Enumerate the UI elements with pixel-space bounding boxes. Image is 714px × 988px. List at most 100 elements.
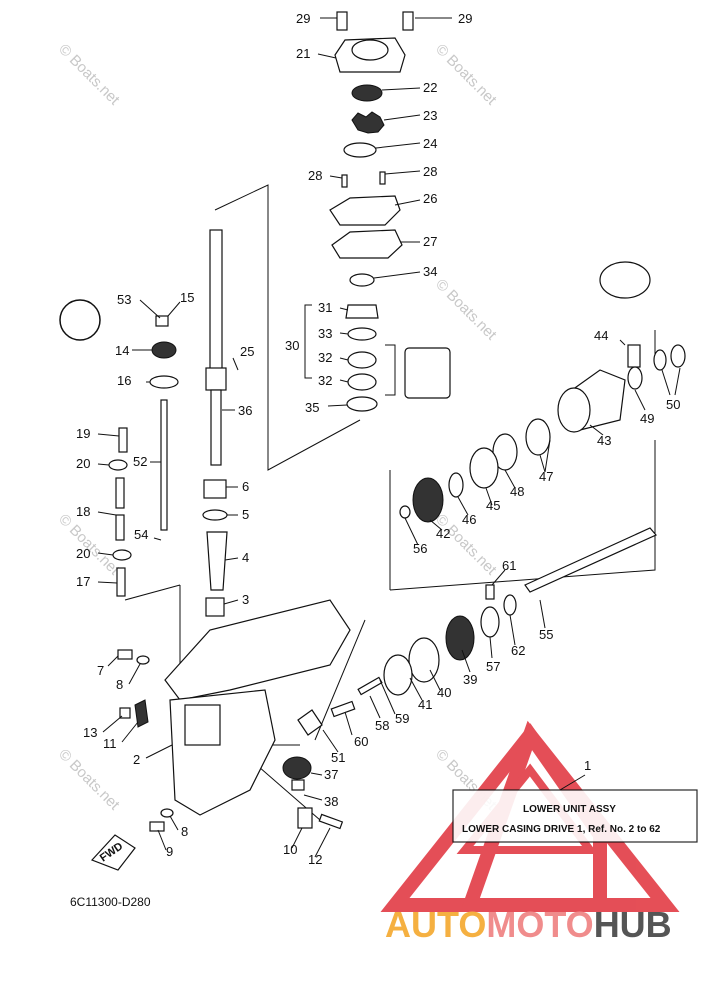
callout-49: 49 [640, 411, 654, 426]
diagram-code: 6C11300-D280 [70, 895, 151, 909]
insert-22 [351, 84, 383, 102]
callout-39: 39 [463, 672, 477, 687]
callout-45: 45 [486, 498, 500, 513]
callout-20: 20 [76, 546, 90, 561]
callout-7: 7 [97, 663, 104, 678]
callout-37: 37 [324, 767, 338, 782]
drive-shaft-36 [202, 229, 228, 617]
callout-46: 46 [462, 512, 476, 527]
callout-53: 53 [117, 292, 131, 307]
callout-54: 54 [134, 527, 148, 542]
lower-casing-2 [164, 599, 351, 816]
callouts: 29 29 21 22 23 24 28 28 26 27 34 31 33 3… [76, 11, 680, 867]
fasteners-left [117, 649, 174, 832]
callout-59: 59 [395, 711, 409, 726]
propeller-shaft-55 [524, 527, 657, 593]
grease-symbol-left [59, 299, 101, 341]
seal-32a [347, 351, 377, 369]
callout-26: 26 [423, 191, 437, 206]
callout-32: 32 [318, 373, 332, 388]
callout-19: 19 [76, 426, 90, 441]
callout-51: 51 [331, 750, 345, 765]
callout-6: 6 [242, 479, 249, 494]
callout-47: 47 [539, 469, 553, 484]
assembly-title: LOWER UNIT ASSY [523, 804, 616, 815]
callout-17: 17 [76, 574, 90, 589]
callout-2: 2 [133, 752, 140, 767]
assembly-subtitle: LOWER CASING DRIVE 1, Ref. No. 2 to 62 [462, 824, 661, 835]
callout-55: 55 [539, 627, 553, 642]
outer-plate-26 [329, 195, 401, 226]
assembly-box: LOWER UNIT ASSY LOWER CASING DRIVE 1, Re… [452, 789, 698, 843]
watermark: © Boats.net [55, 41, 123, 109]
callout-9: 9 [166, 844, 173, 859]
impeller-23 [351, 111, 385, 134]
callout-3: 3 [242, 592, 249, 607]
callout-32: 32 [318, 350, 332, 365]
seal-34 [349, 273, 375, 287]
callout-25: 25 [240, 344, 254, 359]
callout-36: 36 [238, 403, 252, 418]
callout-33: 33 [318, 326, 332, 341]
callout-13: 13 [83, 725, 97, 740]
leader-lines [97, 17, 681, 858]
callout-44: 44 [594, 328, 608, 343]
oring-33 [347, 327, 377, 341]
callout-22: 22 [423, 80, 437, 95]
callout-11: 11 [103, 736, 117, 751]
callout-43: 43 [597, 433, 611, 448]
watermark: © Boats.net [432, 276, 500, 344]
callout-8: 8 [116, 677, 123, 692]
brand-part-1: AUTO [385, 904, 486, 945]
watermark: © Boats.net [432, 41, 500, 109]
brand-part-2: MOTO [486, 904, 593, 945]
callout-30: 30 [285, 338, 299, 353]
callout-29: 29 [296, 11, 310, 26]
gasket-35 [346, 396, 378, 412]
callout-57: 57 [486, 659, 500, 674]
callout-8: 8 [181, 824, 188, 839]
callout-12: 12 [308, 852, 322, 867]
callout-35: 35 [305, 400, 319, 415]
callout-14: 14 [115, 343, 129, 358]
callout-23: 23 [423, 108, 437, 123]
callout-15: 15 [180, 290, 194, 305]
assembly-frame-lines [124, 184, 656, 821]
grease-symbol-right [599, 261, 651, 299]
callout-1: 1 [584, 758, 591, 773]
callout-28: 28 [423, 164, 437, 179]
callout-18: 18 [76, 504, 90, 519]
callout-10: 10 [283, 842, 297, 857]
gasket-24 [343, 142, 377, 158]
callout-4: 4 [242, 550, 249, 565]
callout-50: 50 [666, 397, 680, 412]
pin-28-left [341, 174, 348, 188]
callout-27: 27 [423, 234, 437, 249]
callout-52: 52 [133, 454, 147, 469]
callout-16: 16 [117, 373, 131, 388]
fwd-arrow: FWD [90, 834, 136, 871]
callout-28: 28 [308, 168, 322, 183]
brand-wordmark: AUTOMOTOHUB [385, 904, 672, 945]
seal-32b [347, 373, 377, 391]
callout-60: 60 [354, 734, 368, 749]
callout-41: 41 [418, 697, 432, 712]
callout-34: 34 [423, 264, 437, 279]
gear-group [282, 261, 686, 830]
callout-56: 56 [413, 541, 427, 556]
water-pump-group [304, 11, 451, 412]
watermark: © Boats.net [55, 746, 123, 814]
callout-58: 58 [375, 718, 389, 733]
gear-42 [412, 477, 444, 523]
brand-part-3: HUB [594, 904, 672, 945]
gasket-27 [331, 229, 403, 259]
callout-20: 20 [76, 456, 90, 471]
callout-62: 62 [511, 643, 525, 658]
grease-symbol-box [404, 347, 451, 399]
callout-40: 40 [437, 685, 451, 700]
callout-48: 48 [510, 484, 524, 499]
callout-5: 5 [242, 507, 249, 522]
callout-31: 31 [318, 300, 332, 315]
callout-61: 61 [502, 558, 516, 573]
